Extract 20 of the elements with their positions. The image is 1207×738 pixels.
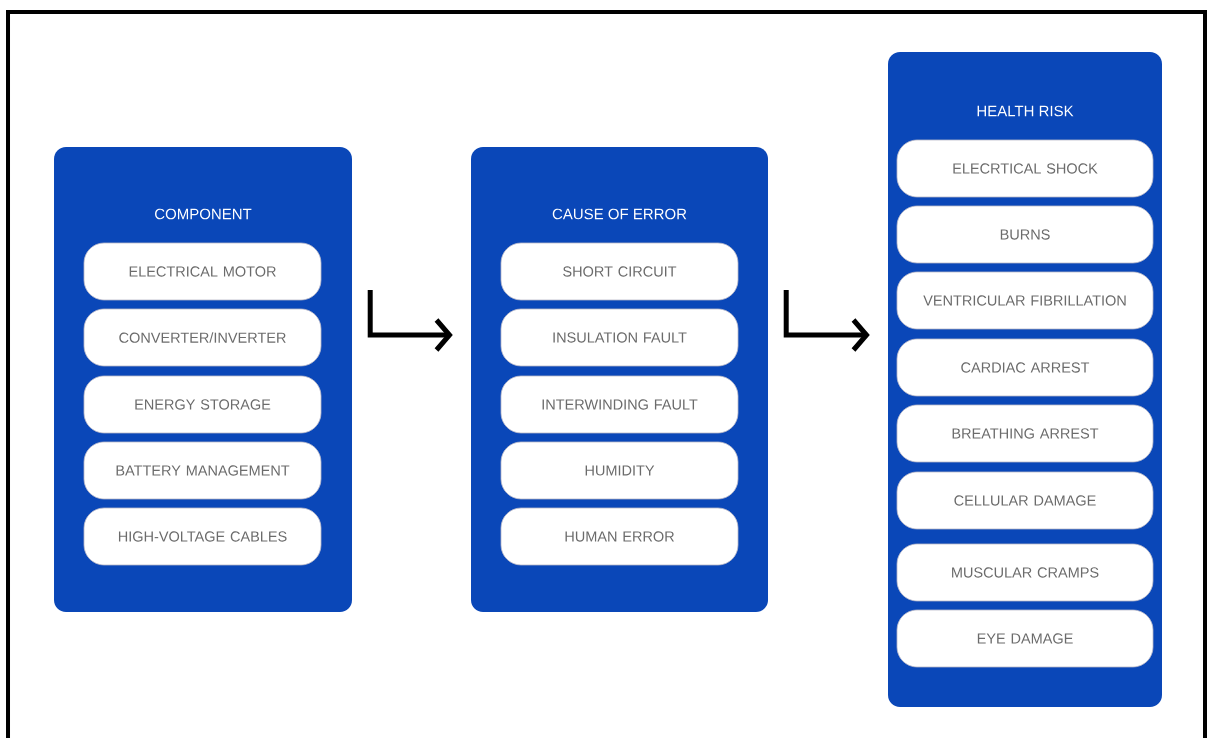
item-pill: HIGH-VOLTAGE CABLES	[83, 507, 322, 566]
item-pill: MUSCULAR CRAMPS	[896, 543, 1154, 602]
item-pill: ELECRTICAL SHOCK	[896, 139, 1154, 198]
item-pill: INSULATION FAULT	[500, 308, 739, 367]
item-pill: ENERGY STORAGE	[83, 375, 322, 434]
item-pill: VENTRICULAR FIBRILLATION	[896, 271, 1154, 330]
item-pill: HUMAN ERROR	[500, 507, 739, 566]
item-pill: ELECTRICAL MOTOR	[83, 242, 322, 301]
item-pill: INTERWINDING FAULT	[500, 375, 739, 434]
item-pill: CELLULAR DAMAGE	[896, 471, 1154, 530]
item-pill: CONVERTER/INVERTER	[83, 308, 322, 367]
bent-arrow	[783, 290, 870, 352]
item-pill: CARDIAC ARREST	[896, 338, 1154, 397]
item-pill: BURNS	[896, 205, 1154, 264]
item-pill: EYE DAMAGE	[896, 609, 1154, 668]
item-pill: HUMIDITY	[500, 441, 739, 500]
item-pill: BATTERY MANAGEMENT	[83, 441, 322, 500]
item-pill: BREATHING ARREST	[896, 404, 1154, 463]
item-pill: SHORT CIRCUIT	[500, 242, 739, 301]
bent-arrow	[367, 290, 453, 352]
